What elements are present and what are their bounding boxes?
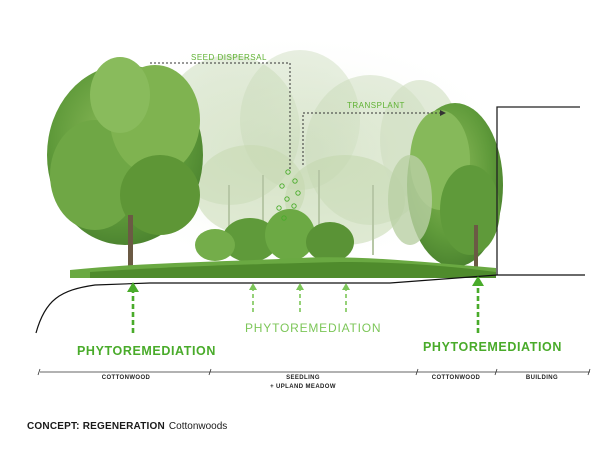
caption-subtitle: Cottonwoods [169,421,227,432]
phytoremediation-left-label: PHYTOREMEDIATION [77,344,216,358]
zone-cottonwood-right: COTTONWOOD [432,375,481,381]
transplant-label: TRANSPLANT [347,101,405,110]
caption-concept: CONCEPT: REGENERATION [27,421,165,432]
zone-seedling-line2: + UPLAND MEADOW [270,384,336,390]
arrowhead-center-1 [249,283,257,290]
zone-building: BUILDING [526,375,558,381]
zone-seedling-line1: SEEDLING [286,375,320,381]
figure-caption: CONCEPT: REGENERATION Cottonwoods [27,421,227,432]
phytoremediation-center-label: PHYTOREMEDIATION [245,321,381,335]
arrowhead-center-3 [342,283,350,290]
upland-meadow [70,257,496,278]
arrowhead-center-2 [296,283,304,290]
zone-cottonwood-left: COTTONWOOD [102,375,151,381]
seed-dispersal-label: SEED DISPERSAL [191,53,267,62]
phytoremediation-right-label: PHYTOREMEDIATION [423,340,562,354]
